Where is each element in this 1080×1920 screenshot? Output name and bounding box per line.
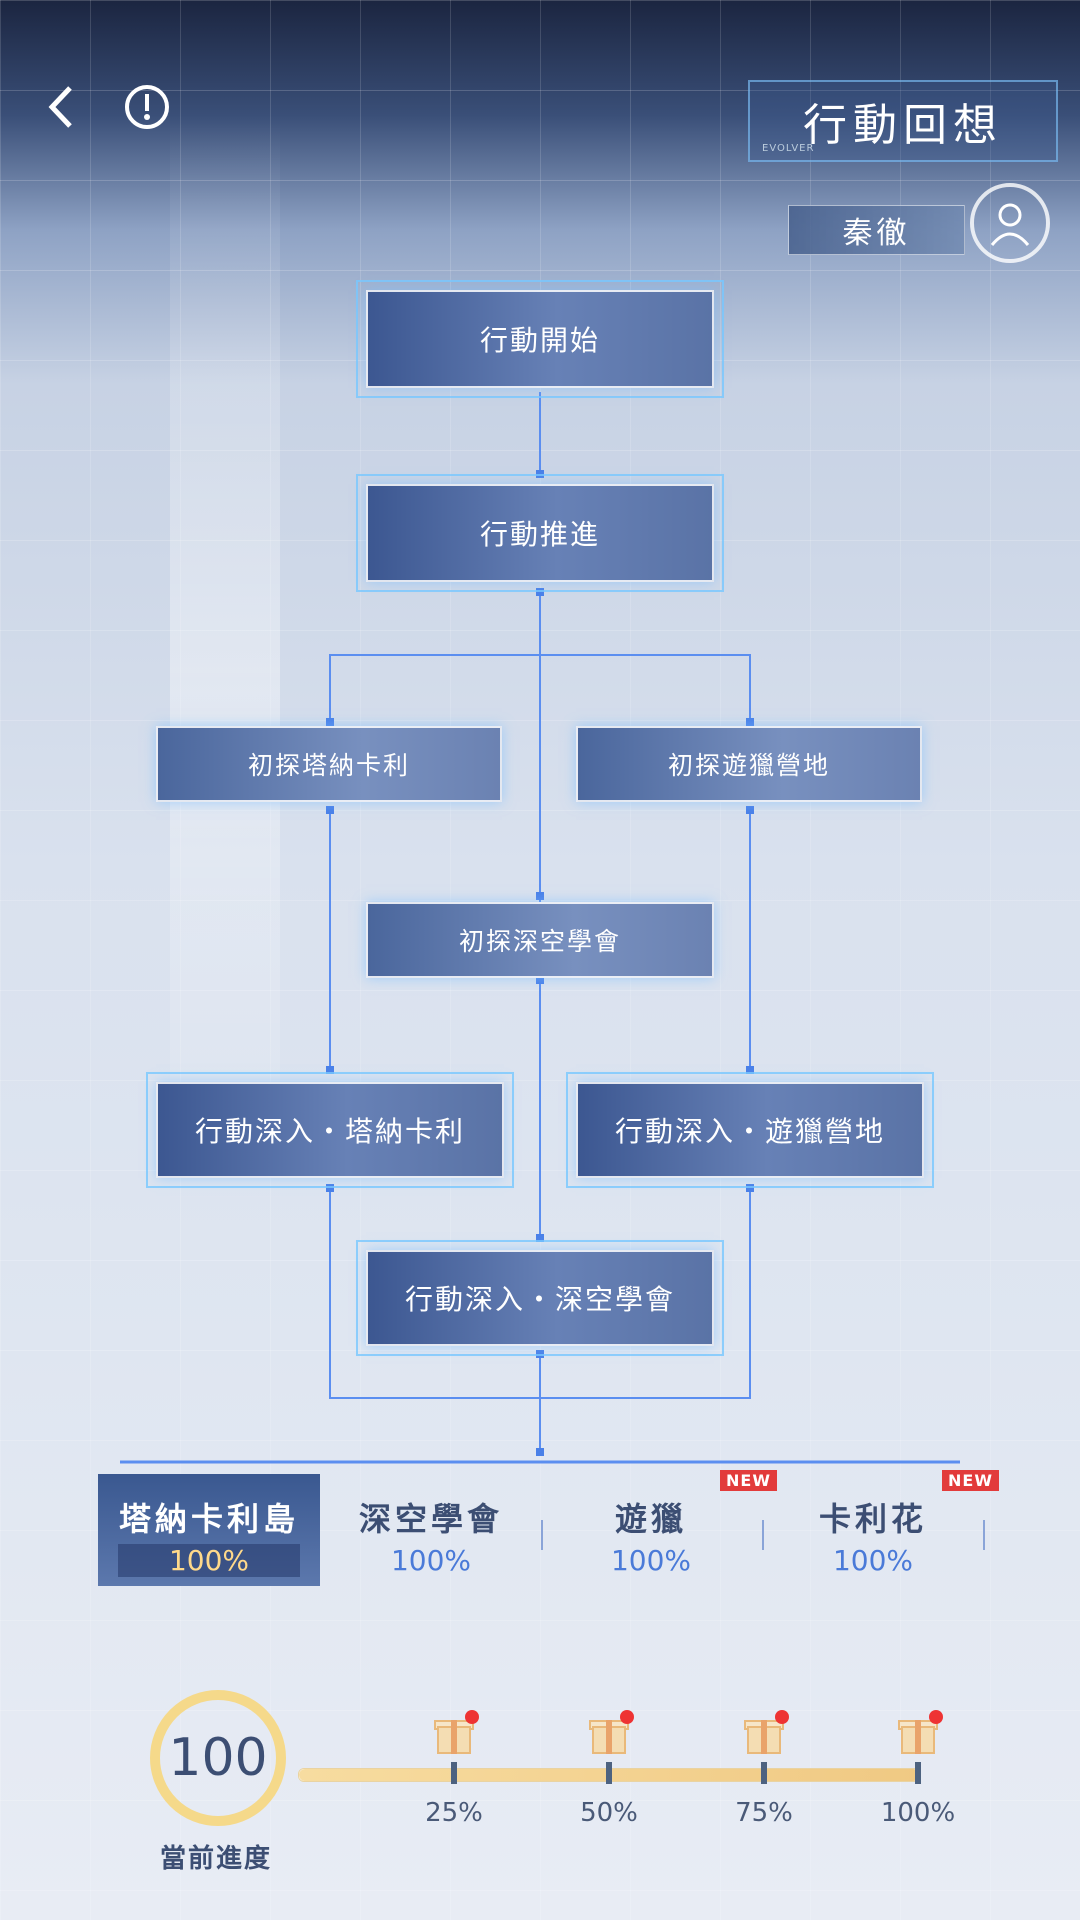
progress-label: 當前進度 — [160, 1844, 273, 1874]
tab-hunt[interactable]: 遊獵 100% — [540, 1474, 762, 1586]
node-label: 初探遊獵營地 — [667, 751, 830, 780]
back-chevron-icon[interactable] — [38, 82, 88, 132]
tab-name: 遊獵 — [614, 1500, 687, 1538]
node-deep-tana[interactable]: 行動深入・塔納卡利 — [156, 1082, 504, 1178]
tab-divider — [983, 1520, 985, 1550]
tab-name: 卡利花 — [818, 1500, 927, 1538]
tab-percent: 100% — [832, 1544, 914, 1577]
page-title-box: 行動回想 EVOLVER — [748, 80, 1058, 162]
node-frame — [566, 1072, 934, 1188]
node-label: 初探塔納卡利 — [247, 751, 410, 780]
tab-karihua[interactable]: 卡利花 100% — [762, 1474, 984, 1586]
node-label: 行動深入・塔納卡利 — [194, 1115, 465, 1148]
tab-name: 塔納卡利島 — [118, 1500, 299, 1538]
character-name: 秦徹 — [842, 216, 911, 251]
node-deep-academy[interactable]: 行動深入・深空學會 — [366, 1250, 714, 1346]
region-tabs: 塔納卡利島 100% 深空學會 100% 遊獵 100% 卡利花 100% — [0, 1474, 1080, 1594]
milestone-label: 75% — [735, 1798, 793, 1828]
milestone-tick — [606, 1762, 612, 1784]
milestone-label: 25% — [425, 1798, 483, 1828]
node-explore-hunt[interactable]: 初探遊獵營地 — [576, 726, 922, 802]
tab-divider — [541, 1520, 543, 1550]
node-action-advance[interactable]: 行動推進 — [366, 484, 714, 582]
tab-academy[interactable]: 深空學會 100% — [320, 1474, 542, 1586]
gift-icon[interactable] — [741, 1710, 789, 1756]
node-action-start[interactable]: 行動開始 — [366, 290, 714, 388]
tab-percent: 100% — [118, 1544, 300, 1577]
milestone-label: 100% — [880, 1798, 956, 1828]
progress-ring: 100 — [150, 1690, 286, 1826]
node-frame — [356, 1240, 724, 1356]
new-badge: NEW — [720, 1470, 777, 1491]
node-label: 行動推進 — [479, 518, 600, 551]
progress-value: 100 — [168, 1728, 268, 1788]
gift-icon[interactable] — [586, 1710, 634, 1756]
milestone-label: 50% — [580, 1798, 638, 1828]
milestone-tick — [451, 1762, 457, 1784]
node-frame — [356, 280, 724, 398]
light-beam — [170, 120, 280, 1220]
user-avatar-icon[interactable] — [970, 183, 1050, 263]
node-label: 行動深入・遊獵營地 — [614, 1115, 885, 1148]
gift-icon[interactable] — [431, 1710, 479, 1756]
title-subtext: EVOLVER — [762, 143, 815, 154]
page-title: 行動回想 — [803, 100, 1003, 151]
node-deep-hunt[interactable]: 行動深入・遊獵營地 — [576, 1082, 924, 1178]
node-label: 行動深入・深空學會 — [404, 1283, 675, 1316]
new-badge: NEW — [942, 1470, 999, 1491]
tab-name: 深空學會 — [358, 1500, 503, 1538]
tab-percent: 100% — [390, 1544, 472, 1577]
milestone-tick — [915, 1762, 921, 1784]
node-explore-tana[interactable]: 初探塔納卡利 — [156, 726, 502, 802]
tab-percent: 100% — [610, 1544, 692, 1577]
gift-icon[interactable] — [895, 1710, 943, 1756]
milestone-tick — [761, 1762, 767, 1784]
tab-divider — [762, 1520, 764, 1550]
character-name-box: 秦徹 — [788, 205, 965, 255]
node-explore-academy[interactable]: 初探深空學會 — [366, 902, 714, 978]
node-frame — [146, 1072, 514, 1188]
tab-tanakali[interactable]: 塔納卡利島 100% — [98, 1474, 320, 1586]
node-label: 初探深空學會 — [458, 927, 621, 956]
info-icon[interactable] — [122, 82, 172, 132]
node-frame — [356, 474, 724, 592]
node-label: 行動開始 — [479, 324, 600, 357]
